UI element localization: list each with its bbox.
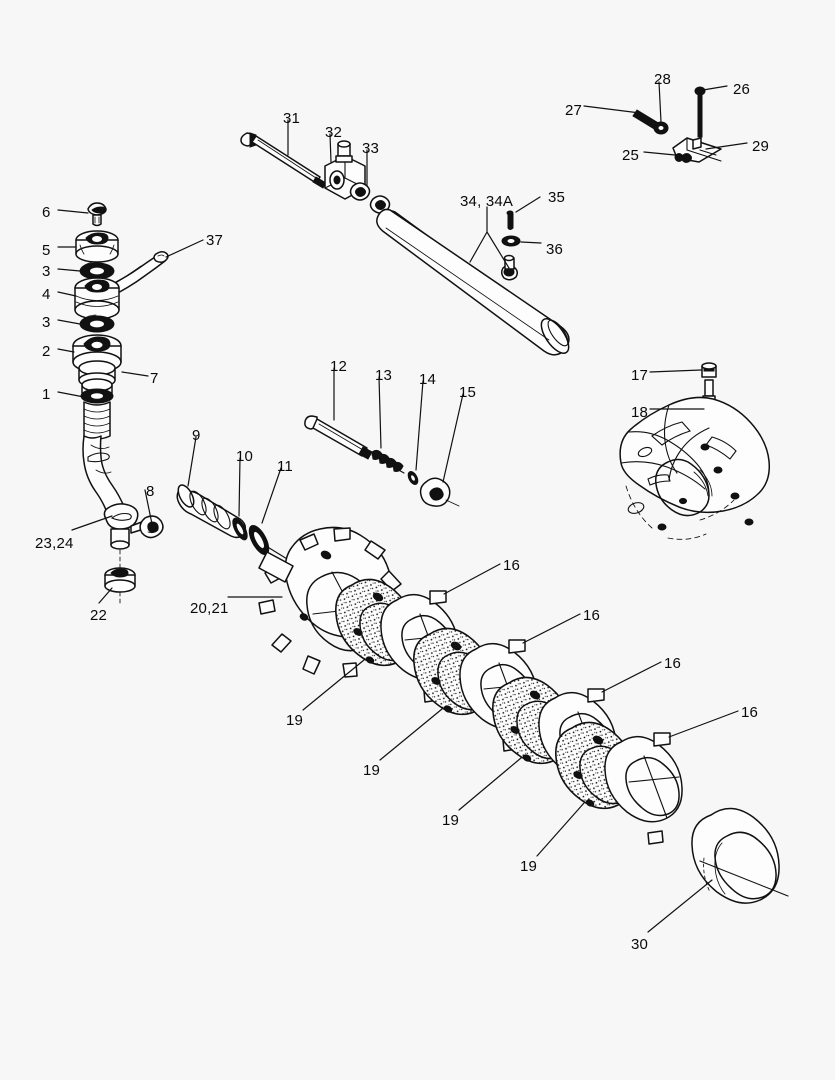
steering-column-shaft: [82, 401, 164, 607]
lower-pivot-cap-part22: [104, 549, 136, 607]
callout-33[interactable]: 33: [362, 140, 380, 157]
callout-29[interactable]: 29: [752, 138, 770, 155]
push-rod-part12: [304, 415, 373, 460]
callout-32[interactable]: 32: [325, 124, 343, 141]
callout-26[interactable]: 26: [733, 81, 751, 98]
callout-16-d[interactable]: 16: [741, 704, 759, 721]
upper-bushing-part5: [75, 230, 119, 263]
callout-18[interactable]: 18: [631, 404, 649, 421]
callout-28[interactable]: 28: [654, 71, 672, 88]
pivot-pin-part28: [653, 121, 669, 135]
callout-15[interactable]: 15: [459, 384, 477, 401]
callout-3-upper[interactable]: 3: [42, 263, 51, 280]
callout-20-21[interactable]: 20,21: [190, 600, 229, 617]
callout-14[interactable]: 14: [419, 371, 437, 388]
callout-27[interactable]: 27: [565, 102, 583, 119]
hydraulic-cylinder-part34: [376, 208, 570, 356]
callout-16-b[interactable]: 16: [583, 607, 601, 624]
separator-plate-4-part16: [604, 732, 683, 845]
lever-bracket-part29: [672, 137, 722, 163]
linkage-bracket-assembly: [632, 86, 722, 163]
tie-rod-part31: [240, 132, 327, 189]
backup-washer-part10: [232, 517, 248, 541]
washer-part14: [407, 471, 419, 485]
callout-34-34a[interactable]: 34, 34A: [460, 193, 514, 210]
housing-body: [619, 396, 771, 540]
retaining-ring-part1: [80, 388, 114, 404]
callout-19-d[interactable]: 19: [520, 858, 538, 875]
steering-column-assembly: [72, 202, 169, 607]
steering-arm-part4: [74, 250, 169, 320]
thrust-washer-upper-part3: [79, 261, 115, 280]
callout-3-lower[interactable]: 3: [42, 314, 51, 331]
actuator-cam-part15: [419, 477, 460, 507]
callout-16-a[interactable]: 16: [503, 557, 521, 574]
callout-2[interactable]: 2: [42, 343, 51, 360]
callout-6[interactable]: 6: [42, 204, 51, 221]
lock-nuts-part33: [349, 182, 391, 214]
callout-35[interactable]: 35: [548, 189, 566, 206]
callout-12[interactable]: 12: [330, 358, 348, 375]
callout-8[interactable]: 8: [146, 483, 155, 500]
clamp-bolt-part8: [130, 515, 164, 539]
cotter-pin-part26: [694, 86, 706, 138]
callout-25[interactable]: 25: [622, 147, 640, 164]
bracket-bolt-part25: [674, 153, 684, 162]
callout-37[interactable]: 37: [206, 232, 224, 249]
callout-36[interactable]: 36: [546, 241, 564, 258]
callout-9[interactable]: 9: [192, 427, 201, 444]
brake-disc-stack: [258, 526, 789, 904]
cap-nut-part6: [87, 202, 107, 227]
callout-11[interactable]: 11: [277, 458, 293, 475]
callout-19-c[interactable]: 19: [442, 812, 460, 829]
outer-seal-ring-part30: [691, 807, 789, 904]
callout-1[interactable]: 1: [42, 386, 51, 403]
callout-19-a[interactable]: 19: [286, 712, 304, 729]
axle-housing-casting: [619, 362, 771, 540]
callout-16-c[interactable]: 16: [664, 655, 682, 672]
callout-17[interactable]: 17: [631, 367, 649, 384]
callout-4[interactable]: 4: [42, 286, 51, 303]
housing-plug-part17: [701, 362, 717, 378]
callout-10[interactable]: 10: [236, 448, 254, 465]
callout-31[interactable]: 31: [283, 110, 301, 127]
callout-30[interactable]: 30: [631, 936, 649, 953]
lower-bushing-part2: [72, 334, 122, 397]
callout-22[interactable]: 22: [90, 607, 108, 624]
callout-7[interactable]: 7: [150, 370, 159, 387]
callout-13[interactable]: 13: [375, 367, 393, 384]
tie-rod-cylinder-assembly: [240, 132, 570, 356]
leader-lines: [57, 81, 748, 933]
compression-spring-part13: [371, 449, 405, 474]
callout-19-b[interactable]: 19: [363, 762, 381, 779]
bleeder-washer-part36: [501, 235, 521, 247]
callout-5[interactable]: 5: [42, 242, 51, 259]
bleeder-screw-part35: [506, 210, 514, 230]
callout-23-24[interactable]: 23,24: [35, 535, 74, 552]
actuator-assembly: [176, 415, 460, 563]
